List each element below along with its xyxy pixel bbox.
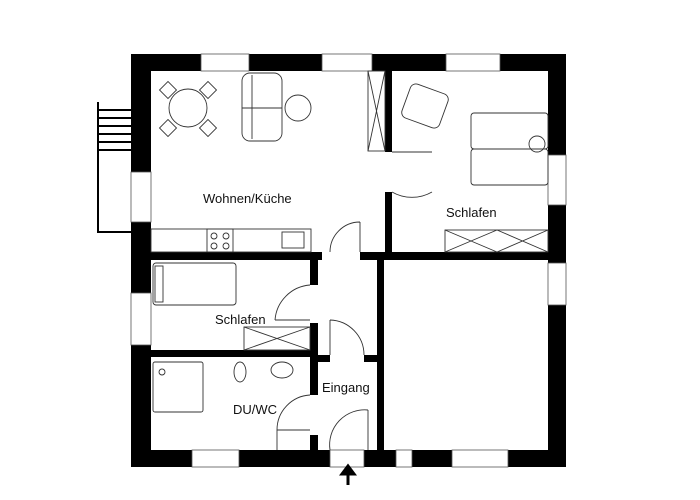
room-label-bad: DU/WC <box>233 402 278 417</box>
furniture <box>97 70 549 451</box>
room-label-wohnen: Wohnen/Küche <box>203 191 292 206</box>
entrance-arrow-icon <box>339 463 357 485</box>
room-label-schlafen-2: Schlafen <box>215 312 266 327</box>
windows <box>130 53 567 468</box>
room-label-schlafen-1: Schlafen <box>446 205 497 220</box>
walls <box>131 54 566 467</box>
room-label-eingang: Eingang <box>322 380 370 395</box>
